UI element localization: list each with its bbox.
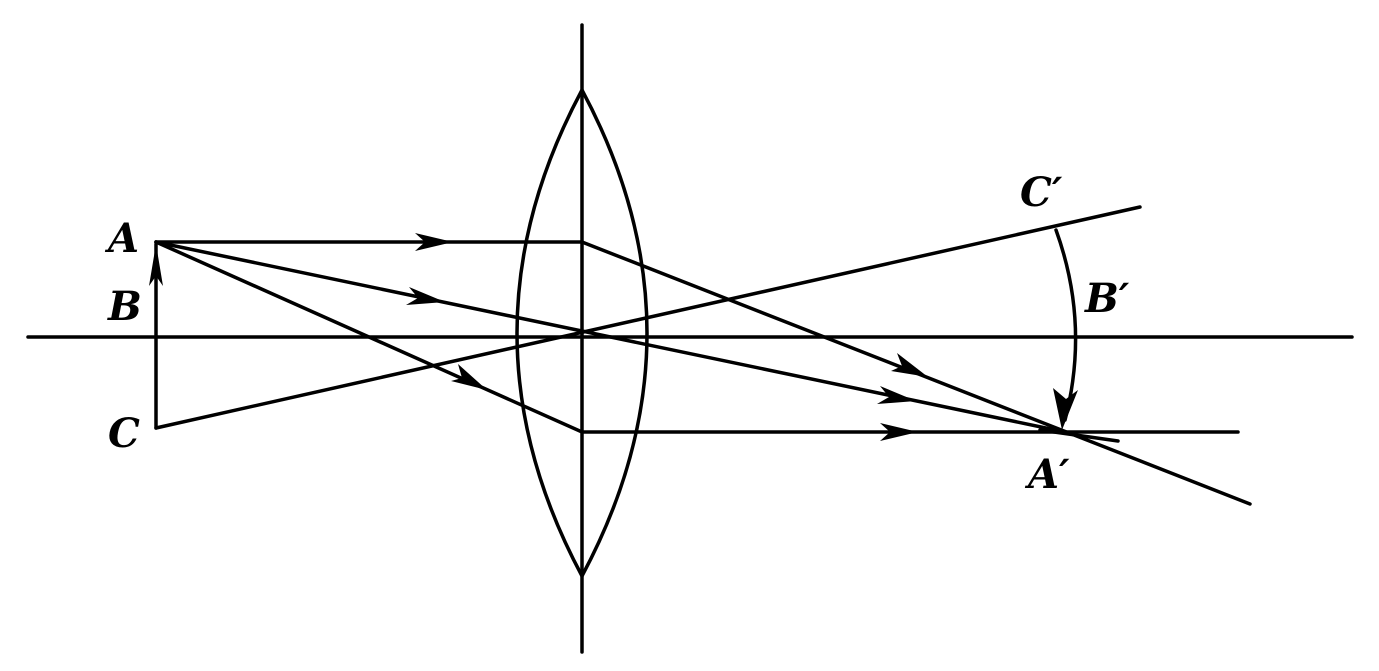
ray-arrow-1a xyxy=(415,233,453,251)
ray-through-focus xyxy=(154,240,1240,434)
ray-arrow-2a xyxy=(406,287,445,305)
ray-parallel-top xyxy=(154,240,1252,506)
image-arc-arrowhead xyxy=(1053,388,1078,430)
ray-through-center-C xyxy=(154,205,1142,430)
label-B: B xyxy=(107,283,142,330)
label-A-prime: A′ xyxy=(1024,451,1070,498)
image-arc xyxy=(1054,228,1078,422)
label-A: A xyxy=(104,215,139,262)
convex-lens xyxy=(515,86,649,580)
object-arrowhead xyxy=(149,244,163,286)
ray-arrow-3b xyxy=(880,423,918,441)
ray-arrow-3a xyxy=(451,364,487,390)
ray-arrow-1b xyxy=(891,353,928,377)
label-C-prime: C′ xyxy=(1020,169,1063,216)
label-C: C xyxy=(108,410,140,457)
image-extension-segment xyxy=(1038,428,1120,443)
label-B-prime: B′ xyxy=(1084,275,1130,322)
ray-arrow-2b xyxy=(877,386,916,404)
